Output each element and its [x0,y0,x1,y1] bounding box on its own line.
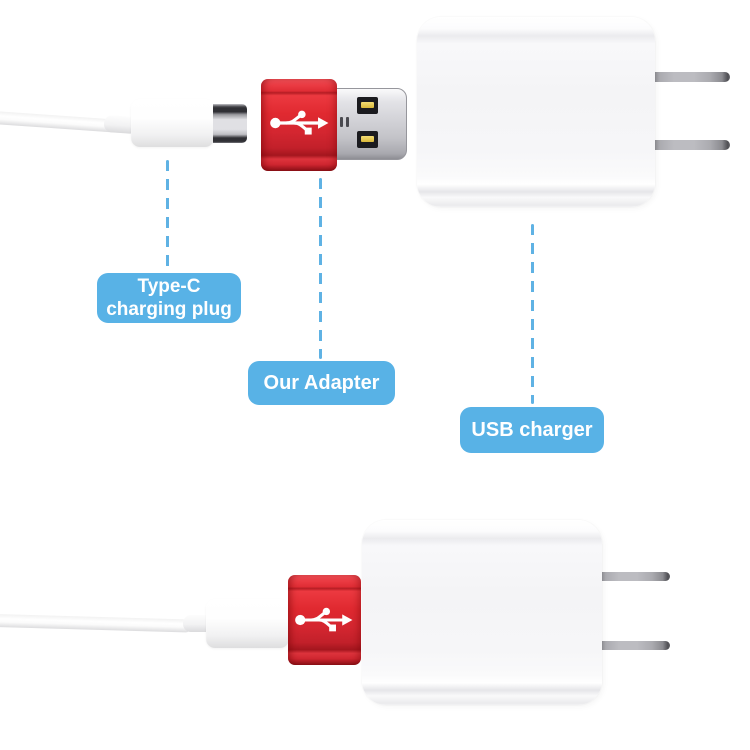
callout-label-charger: USB charger [460,407,604,453]
callout-label-adapter: Our Adapter [248,361,395,405]
usb-trident-icon [294,604,353,636]
callout-label-typec-line1: Type-C [137,276,201,297]
charger-prong [650,140,730,150]
callout-label-typec-line2: charging plug [106,299,232,320]
usb-a-connector [335,88,407,160]
usb-a-shell-slot [340,117,349,127]
usb-a-contact-pin [361,102,374,108]
callout-label-typec: Type-C charging plug [97,273,241,323]
usb-a-contact-window [357,131,378,148]
usb-a-contact-window [357,97,378,114]
charger-prong [597,641,670,650]
usb-wall-charger [417,17,655,207]
usb-cable-assembled [0,614,193,633]
usb-a-contact-pin [361,136,374,142]
type-c-connector-tip [213,104,247,143]
callout-line-charger [531,224,534,404]
charger-prong [650,72,730,82]
callout-label-adapter-text: Our Adapter [263,371,380,394]
type-c-plug-body [131,99,214,147]
usb-cable [0,111,121,133]
type-c-plug-body-assembled [206,599,289,648]
usb-trident-icon [269,107,329,139]
callout-line-typec [166,160,169,272]
callout-label-charger-text: USB charger [471,418,593,441]
usb-wall-charger-assembled [362,520,602,705]
callout-line-adapter [319,178,322,359]
charger-prong [597,572,670,581]
